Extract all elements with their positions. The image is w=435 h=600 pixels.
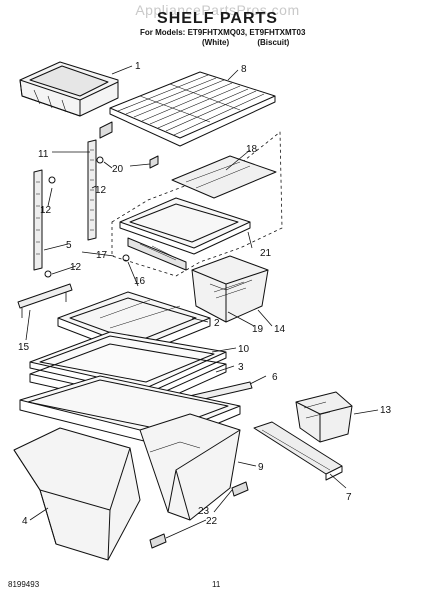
callout-9: 9 <box>258 462 264 473</box>
part-snack-pan <box>191 255 269 323</box>
callout-17: 17 <box>96 250 108 261</box>
callout-8: 8 <box>241 64 247 75</box>
document-number: 8199493 <box>8 580 40 589</box>
leader-lines <box>25 65 379 539</box>
callout-12-lower: 12 <box>70 262 82 273</box>
callout-7: 7 <box>346 492 352 503</box>
watermark: AppliancePartsPros.com <box>135 2 300 18</box>
callout-12-left: 12 <box>40 205 52 216</box>
models-prefix: For Models: <box>140 28 186 37</box>
part-shelf-rail-left <box>33 139 130 278</box>
variant-white: (White) <box>202 38 230 47</box>
callout-16: 16 <box>134 276 146 287</box>
callout-19: 19 <box>252 324 264 335</box>
callout-15: 15 <box>18 342 30 353</box>
model-number-2: ET9FHTXMT03 <box>249 28 306 37</box>
callout-10: 10 <box>238 344 250 355</box>
callout-13: 13 <box>380 405 392 416</box>
callout-1: 1 <box>135 61 141 72</box>
part-glass-insert <box>171 155 277 199</box>
callout-labels: 1 8 18 11 12 20 12 5 21 17 12 16 19 14 1… <box>18 61 392 527</box>
part-door-bin <box>295 391 353 443</box>
page-number: 11 <box>212 580 221 589</box>
assembly-outline <box>111 131 283 277</box>
part-wire-shelf <box>99 71 276 169</box>
part-bracket <box>17 283 73 318</box>
callout-4: 4 <box>22 516 28 527</box>
part-shelf-frame <box>119 197 251 271</box>
part-drawer-clip <box>149 481 249 549</box>
callout-23: 23 <box>198 506 210 517</box>
callout-3: 3 <box>238 362 244 373</box>
callout-5: 5 <box>66 240 72 251</box>
callout-6: 6 <box>272 372 278 383</box>
callout-2: 2 <box>214 318 220 329</box>
part-drawer-bracket <box>253 421 343 481</box>
diagram-title: SHELF PARTS <box>157 10 278 27</box>
model-info: For Models: ET9FHTXMQ03, ET9FHTXMT03 (Wh… <box>140 28 305 48</box>
callout-20: 20 <box>112 164 124 175</box>
callout-12-upper: 12 <box>95 185 107 196</box>
part-crisper-drawer <box>13 375 241 561</box>
model-variants: (White) (Biscuit) <box>140 38 305 48</box>
callout-11: 11 <box>38 149 49 160</box>
callout-21: 21 <box>260 248 272 259</box>
callout-18: 18 <box>246 144 258 155</box>
callout-14: 14 <box>274 324 286 335</box>
callout-22: 22 <box>206 516 218 527</box>
part-deli-drawer <box>19 61 119 117</box>
variant-biscuit: (Biscuit) <box>257 38 290 47</box>
model-number-1: ET9FHTXMQ03, <box>187 28 248 37</box>
